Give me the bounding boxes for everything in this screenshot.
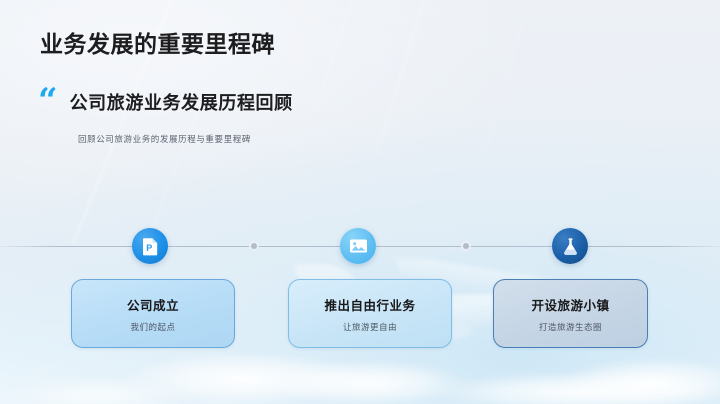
document-file-icon: P bbox=[142, 237, 159, 256]
timeline-dot bbox=[251, 243, 257, 249]
quote-heading: 公司旅游业务发展历程回顾 bbox=[69, 93, 293, 113]
milestone-card-subtitle: 打造旅游生态圈 bbox=[538, 321, 602, 332]
milestone-card-title: 公司成立 bbox=[126, 298, 179, 313]
timeline-node-1[interactable]: P bbox=[132, 228, 168, 264]
svg-text:P: P bbox=[146, 243, 152, 253]
milestone-card-1[interactable]: 公司成立 我们的起点 bbox=[71, 279, 235, 348]
timeline-dot bbox=[463, 243, 469, 249]
milestone-card-subtitle: 让旅游更自由 bbox=[342, 321, 397, 332]
flask-beaker-icon bbox=[562, 237, 579, 256]
milestone-card-subtitle: 我们的起点 bbox=[130, 321, 176, 332]
milestone-card-2[interactable]: 推出自由行业务 让旅游更自由 bbox=[288, 279, 452, 348]
milestone-card-title: 开设旅游小镇 bbox=[531, 298, 610, 313]
page-title: 业务发展的重要里程碑 bbox=[40, 31, 275, 57]
timeline-node-3[interactable] bbox=[552, 228, 588, 264]
quote-block: “ 公司旅游业务发展历程回顾 bbox=[38, 81, 293, 121]
milestone-card-3[interactable]: 开设旅游小镇 打造旅游生态圈 bbox=[493, 279, 648, 348]
timeline-node-2[interactable] bbox=[340, 228, 376, 264]
quote-mark-icon: “ bbox=[38, 81, 58, 121]
quote-subtitle: 回顾公司旅游业务的发展历程与重要里程碑 bbox=[78, 134, 251, 144]
milestone-card-title: 推出自由行业务 bbox=[324, 298, 416, 313]
image-photo-icon bbox=[349, 238, 368, 254]
